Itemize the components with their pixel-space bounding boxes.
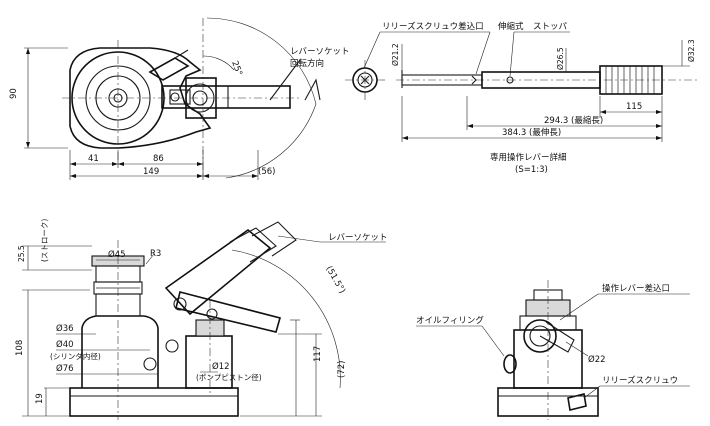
dim-56-text: (56) xyxy=(258,167,275,177)
release-screw-leader xyxy=(583,385,601,399)
r3-text: R3 xyxy=(150,249,161,259)
socket-pivot-front xyxy=(173,297,187,311)
grip-knurl xyxy=(605,66,655,94)
angle-arc xyxy=(202,55,235,71)
lever-insert-inner xyxy=(529,325,551,347)
angle-25-text: 25° xyxy=(229,60,244,78)
pivot-pin xyxy=(170,92,180,102)
phi40-text: Ø40 xyxy=(56,339,74,350)
angle-leader xyxy=(269,59,301,101)
stroke-value: 25.5 xyxy=(17,245,26,262)
dim-115-text: 115 xyxy=(626,102,642,112)
oil-filling-text: オイルフィリング xyxy=(416,315,484,326)
lever-socket-outline xyxy=(161,85,291,109)
phi36-text: Ø36 xyxy=(56,323,74,334)
dim-72-text: (72) xyxy=(337,361,347,378)
dim-108-text: 108 xyxy=(15,340,25,356)
front-base xyxy=(69,387,239,417)
lever-socket-text: レバーソケット xyxy=(328,233,388,243)
release-insert-label: リリーズスクリュウ差込口 xyxy=(382,21,484,32)
lever-socket-raised xyxy=(164,228,272,316)
base-plate-outline xyxy=(69,47,212,149)
dim-294-text: 294.3 (最縮長) xyxy=(544,115,603,126)
oil-filling-leader xyxy=(481,325,505,357)
stroke-label: (ストローク) xyxy=(40,219,49,262)
release-screw-front xyxy=(165,339,179,353)
lever-insert-leader xyxy=(559,293,599,321)
stopper-hole xyxy=(506,76,514,84)
pump-circle xyxy=(185,83,215,113)
stopper-label: ストッパ xyxy=(533,22,568,32)
front-swing-arc xyxy=(231,249,341,389)
cyl-inner-text: (シリンダ内径) xyxy=(50,351,101,361)
dim-21-text: Ø21.2 xyxy=(391,43,400,66)
phi76-text: Ø76 xyxy=(56,363,74,374)
phi12-text: Ø12 xyxy=(212,361,230,372)
dim-41-text: 41 xyxy=(88,154,99,164)
lever-socket-end xyxy=(229,227,277,263)
rotation-arc-lower xyxy=(225,103,317,179)
lever-detail: リリーズスクリュウ差込口 伸縮式 ストッパ Ø21.2 Ø26.5 Ø32.3 … xyxy=(345,21,700,175)
release-screw-side xyxy=(567,393,587,411)
leader-telescopic xyxy=(509,31,515,77)
front-view: 25.5 (ストローク) Ø45 R3 Ø36 Ø40 (シリンダ内径) Ø76… xyxy=(15,219,388,420)
dim-19-text: 19 xyxy=(35,393,45,404)
rotation-label-1: レバーソケット xyxy=(290,47,350,57)
rotation-arc xyxy=(206,17,317,105)
lever-detail-scale: (S=1:3) xyxy=(515,165,548,175)
dim-86-text: 86 xyxy=(153,154,164,164)
lever-insert-text: 操作レバー差込口 xyxy=(602,283,670,294)
release-screw-stem xyxy=(174,49,189,59)
lever-detail-title: 専用操作レバー詳細 xyxy=(490,152,567,163)
leader-release xyxy=(363,31,381,69)
release-insert-notch xyxy=(471,75,477,85)
lever-socket-leader xyxy=(277,235,321,243)
socket-link-pin xyxy=(206,308,218,320)
rotation-label-2: 回転方向 xyxy=(290,58,324,69)
lever-insert-pipe xyxy=(539,321,575,353)
dim-117-text: 117 xyxy=(313,346,323,362)
dim-32-text: Ø32.3 xyxy=(687,39,696,62)
r3-leader xyxy=(145,253,155,265)
release-screw-text: リリーズスクリュウ xyxy=(602,375,678,386)
phi22-text: Ø22 xyxy=(588,354,606,365)
dim-26-text: Ø26.5 xyxy=(556,47,565,70)
telescopic-label: 伸縮式 xyxy=(498,21,524,32)
oil-filling-plug xyxy=(503,354,517,374)
side-view: 操作レバー差込口 オイルフィリング Ø22 リリーズスクリュウ xyxy=(416,280,690,420)
lever-insert-circle xyxy=(523,319,557,353)
dim-90-text: 90 xyxy=(9,88,19,99)
lever-grip xyxy=(599,65,663,95)
dim-row-arrows xyxy=(70,162,258,178)
pump-inner-circle xyxy=(192,90,208,106)
phi45-text: Ø45 xyxy=(108,249,126,260)
rotation-arrow xyxy=(304,78,321,101)
oil-plug xyxy=(143,357,157,371)
pump-piston-text: (ポンプピストン径) xyxy=(196,372,262,382)
top-view: 90 41 86 149 (56) 25° レバーソケット 回転方向 xyxy=(9,17,350,180)
lever-socket-end2 xyxy=(251,221,297,257)
release-screw-knob xyxy=(148,57,190,81)
leader-release2 xyxy=(475,31,491,75)
lever-socket-lowered xyxy=(175,291,281,333)
angle-51-text: (51.5°) xyxy=(323,265,347,296)
dim-384-text: 384.3 (最伸長) xyxy=(502,127,561,138)
phi22-leader xyxy=(565,341,589,357)
lever-socket-pivot xyxy=(169,89,191,105)
dim-149-text: 149 xyxy=(143,167,159,177)
